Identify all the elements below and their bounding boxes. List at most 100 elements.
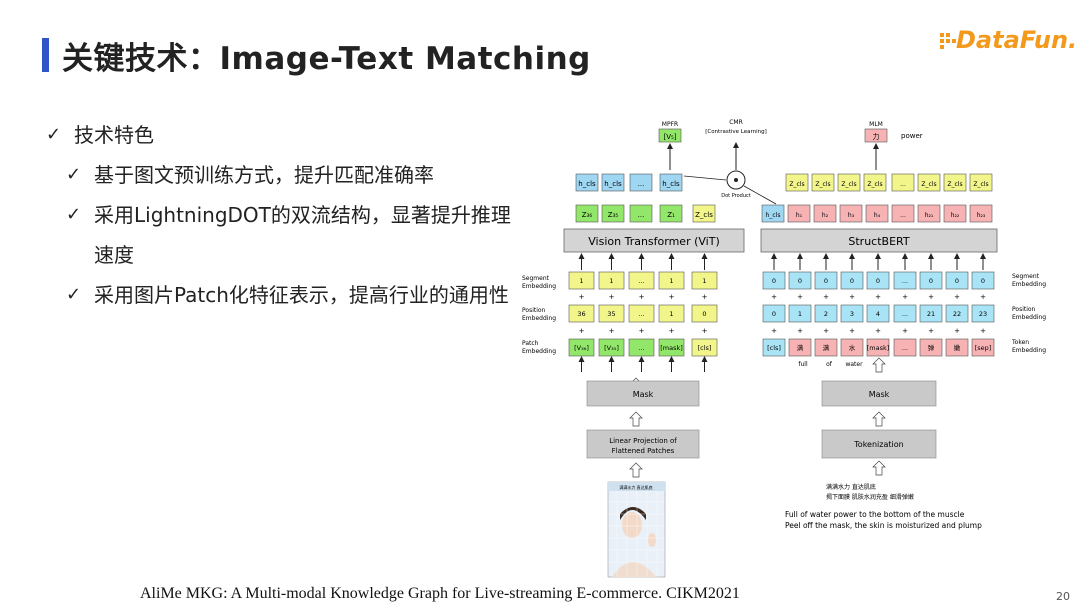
text-seg-cell [840,271,864,290]
vision-seg-cell [598,271,625,290]
text-pos-cell [893,304,917,323]
text-h-text: h₂ [822,212,829,219]
text-h-cell [891,204,915,223]
text-seg-text: 0 [850,277,854,285]
text-seg-cell [945,271,969,290]
plus-sign: + [609,327,615,335]
text-tok-cell [814,338,838,357]
text-seg-cell [971,271,995,290]
bullet-item: ✓ 技术特色 [46,115,526,155]
plus-sign: + [928,327,934,335]
text-h-cell [917,204,941,223]
vision-seg-text: 1 [669,277,673,285]
text-seg-text: ... [902,277,908,285]
mpfr-output-box [658,128,682,143]
mlm-output: 力 [873,132,880,141]
bullet-item: ✓采用图片Patch化特征表示，提高行业的通用性 [66,275,526,315]
text-h-cell [943,204,967,223]
mlm-output-box [864,128,888,143]
up-arrow-icon [872,357,886,373]
text-tok-cell [840,338,864,357]
up-arrow-icon [872,411,886,427]
vision-z-cell [575,204,599,223]
plus-sign: + [980,293,986,301]
vision-patch-text: [V₃₆] [574,344,589,352]
citation: AliMe MKG: A Multi-modal Knowledge Graph… [140,585,740,602]
text-pos-text: 4 [876,310,880,318]
text-tok-cell [971,338,995,357]
bullet-text: 采用图片Patch化特征表示，提高行业的通用性 [94,283,509,307]
plus-sign: + [639,327,645,335]
plus-sign: + [609,293,615,301]
text-z-text: ... [900,181,906,188]
text-z-cell [969,173,993,192]
product-photo: 满满水力 直达肌底 [607,481,666,578]
vision-h-text: h_cls [578,180,596,188]
text-h-cell [969,204,993,223]
vision-h-text: ... [638,180,645,188]
vision-pos-text: 35 [607,310,615,318]
tokenization-box [821,429,937,459]
bullet-text: 技术特色 [74,123,154,147]
plus-sign: + [579,327,585,335]
text-h-text: h₃ [848,212,855,219]
text-seg-text: 0 [929,277,933,285]
vision-z-text: Z₁ [667,211,675,219]
check-icon: ✓ [66,204,82,225]
vision-pos-cell [568,304,595,323]
text-seg-text: 0 [798,277,802,285]
up-arrow-icon [629,411,643,427]
plus-sign: + [579,293,585,301]
plus-sign: + [669,293,675,301]
datafun-logo: DataFun. [938,26,1077,60]
vision-z-text: ... [638,211,645,219]
plus-sign: + [702,327,708,335]
tokenization-label: Tokenization [853,440,903,449]
text-tok-cell [866,338,890,357]
gloss-text: full [798,361,808,368]
vision-patch-text: [V₃₅] [604,344,619,352]
bert-label: StructBERT [848,235,909,248]
plus-sign: + [849,293,855,301]
text-pos-text: 0 [772,310,776,318]
text-z-row: Z_cls Z_cls Z_cls Z_cls ... Z_cls Z_cls … [785,173,993,192]
text-h-text: h₂₂ [951,212,960,219]
text-z-text: Z_cls [921,181,936,188]
bullet-text: 采用LightningDOT的双流结构，显著提升推理速度 [94,203,511,267]
text-tok-cell [893,338,917,357]
vit-box [563,228,745,253]
vision-seg-cell [691,271,718,290]
text-pos-text: 22 [953,310,961,318]
plus-sign: + [902,293,908,301]
vision-seg-text: 1 [579,277,583,285]
text-z-cell [785,173,809,192]
gloss-text: of [826,361,833,368]
text-tok-text: 弹 [928,343,935,352]
vision-h-cell [659,173,683,192]
vision-pos-text: 0 [702,310,706,318]
bullet-item: ✓ 采用LightningDOT的双流结构，显著提升推理速度 [66,195,526,275]
plus-sign: + [669,327,675,335]
mpfr-output: [V₅] [663,133,676,141]
mpfr-label: MPFR [662,121,678,128]
text-z-text: Z_cls [841,181,856,188]
logo-mark-icon [940,33,956,49]
vision-seg-text: 1 [609,277,613,285]
vision-z-cell [692,204,716,223]
text-pos-text: 3 [850,310,854,318]
text-seg-cell [919,271,943,290]
vision-z-text: Z₃₅ [608,211,619,219]
check-icon: ✓ [46,124,62,145]
vision-patch-text: ... [638,344,644,352]
vision-pos-cell [691,304,718,323]
cmr-sub: [Contrastive Learning] [705,129,767,135]
bert-box [760,228,998,253]
text-seg-text: 0 [981,277,985,285]
text-h-text: h₂₁ [925,212,934,219]
vision-seg-text: 1 [702,277,706,285]
text-tok-cell [762,338,786,357]
text-h-text: h_cls [766,212,781,219]
gloss-text: water [845,361,863,368]
